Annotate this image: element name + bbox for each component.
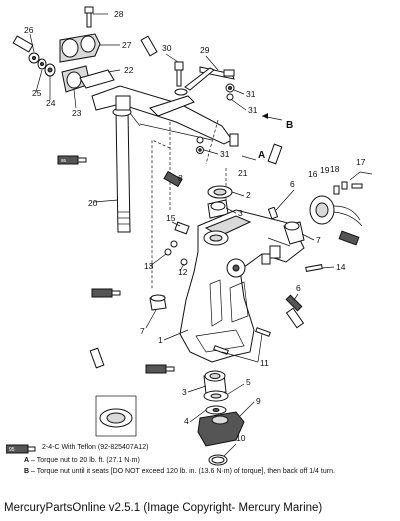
- callout-30: 30: [162, 43, 172, 53]
- seal-part-8: [163, 170, 183, 188]
- note-b-letter: B: [24, 468, 30, 475]
- bolt-part-28: [84, 6, 108, 28]
- callout-3-bottom: 3: [182, 387, 187, 397]
- callout-21: 21: [238, 168, 248, 178]
- callout-31-mid: 31: [220, 149, 230, 159]
- callout-11: 11: [260, 358, 269, 368]
- steering-arm-part-9: [197, 411, 245, 447]
- bushing-part-23: [61, 65, 91, 93]
- seal-detail-inset: [95, 395, 137, 437]
- stud-part-30: [174, 61, 188, 96]
- grease-tube-lower-mid: [145, 364, 175, 374]
- callout-2: 2: [246, 190, 251, 200]
- callout-24: 24: [46, 98, 56, 108]
- nut-part-31-middle: [196, 136, 204, 154]
- callout-18: 18: [330, 164, 340, 174]
- grease-tube-left-7: [91, 288, 121, 298]
- washer-part-26: [28, 52, 40, 64]
- washer-part-25: [37, 58, 47, 70]
- callout-3-top: 3: [238, 208, 243, 218]
- callout-1: 1: [158, 335, 163, 345]
- callout-13: 13: [144, 261, 154, 271]
- bearing-part-2: [207, 185, 233, 199]
- callout-17: 17: [356, 157, 366, 167]
- callout-labels: 28 26 27 30 29 22 25 24 23 31 31 B 31 A …: [24, 9, 366, 443]
- screw-part-18: [333, 185, 340, 195]
- callout-29: 29: [200, 45, 210, 55]
- washer-part-24: [44, 63, 56, 77]
- washer-part-4: [205, 405, 227, 415]
- copyright-footer: MercuryPartsOnline v2.5.1 (Image Copyrig…: [4, 502, 323, 514]
- fitting-part-6-upper: [267, 206, 279, 220]
- callout-22: 22: [124, 65, 134, 75]
- tube-label: 95: [61, 158, 67, 163]
- callout-27: 27: [122, 40, 132, 50]
- callout-6-lower: 6: [296, 283, 301, 293]
- callout-7-right: 7: [316, 235, 321, 245]
- callout-10: 10: [236, 433, 246, 443]
- ref-letter-a: A: [258, 150, 265, 161]
- grease-tube-a: [267, 143, 283, 165]
- link-part-29: [184, 66, 235, 91]
- bolt-part-14: [305, 264, 323, 272]
- note-a-text: – Torque nut to 20 lb. ft. (27.1 N·m): [31, 457, 140, 464]
- callout-5: 5: [246, 377, 251, 387]
- callout-23: 23: [72, 108, 82, 118]
- fitting-part-13: [164, 240, 178, 256]
- grease-tube-right-lower: [285, 307, 305, 329]
- pin-part-15: [174, 221, 190, 235]
- bushing-part-7-left: [149, 294, 167, 311]
- lead-part-17: [349, 171, 373, 189]
- bearing-part-5: [203, 390, 229, 402]
- leader-lines: [29, 33, 335, 457]
- fitting-part-12: [180, 258, 188, 266]
- grease-tube-right-7: [338, 230, 360, 246]
- callout-25: 25: [32, 88, 42, 98]
- callout-4: 4: [184, 416, 189, 426]
- trim-sender-part-16: [309, 195, 363, 227]
- bushing-part-3-bottom: [203, 370, 227, 395]
- callout-19: 19: [320, 165, 330, 175]
- grease-tube-left-20: 95: [57, 155, 87, 165]
- callout-6-upper: 6: [290, 179, 295, 189]
- callout-15: 15: [166, 213, 176, 223]
- torque-note-a: A – Torque nut to 20 lb. ft. (27.1 N·m): [24, 456, 384, 465]
- callout-12: 12: [178, 267, 188, 277]
- callout-7-left: 7: [140, 326, 145, 336]
- callout-8: 8: [178, 173, 183, 183]
- lubricant-legend: 2-4-C With Teflon (92-825407A12): [42, 444, 149, 451]
- legend-tube-label: 95: [9, 447, 15, 453]
- note-b-text: – Torque nut until it seats [DO NOT exce…: [31, 468, 335, 475]
- steering-arm: [91, 85, 239, 147]
- callout-31-right: 31: [248, 105, 258, 115]
- plate-part-22: [79, 69, 121, 89]
- screw-part-19: [341, 181, 348, 190]
- grease-tube-legend-icon: 95: [5, 441, 36, 454]
- fitting-part-6-lower: [285, 294, 303, 312]
- bushing-part-7-right: [283, 221, 305, 245]
- grease-tube-top-center: [140, 35, 158, 57]
- callout-28: 28: [114, 9, 124, 19]
- ring-part-10: [208, 454, 228, 466]
- torque-note-b: B – Torque nut until it seats [DO NOT ex…: [24, 467, 384, 476]
- swivel-bracket-part-1: [179, 209, 305, 363]
- note-a-letter: A: [24, 457, 30, 464]
- grease-tube-top-left: [12, 35, 34, 53]
- callout-20: 20: [88, 198, 98, 208]
- bolts-part-11: [213, 327, 271, 355]
- callout-26: 26: [24, 25, 34, 35]
- callout-16: 16: [308, 169, 318, 179]
- nut-part-31-top: [225, 83, 235, 101]
- callout-9: 9: [256, 396, 261, 406]
- ref-letter-b: B: [286, 120, 293, 131]
- callout-31-top: 31: [246, 89, 256, 99]
- callout-14: 14: [336, 262, 346, 272]
- grease-tube-lower-left: [89, 347, 105, 369]
- bushing-part-3-top: [207, 199, 229, 219]
- steering-shaft-part-20: [112, 95, 132, 233]
- clamp-part-27: [59, 33, 120, 63]
